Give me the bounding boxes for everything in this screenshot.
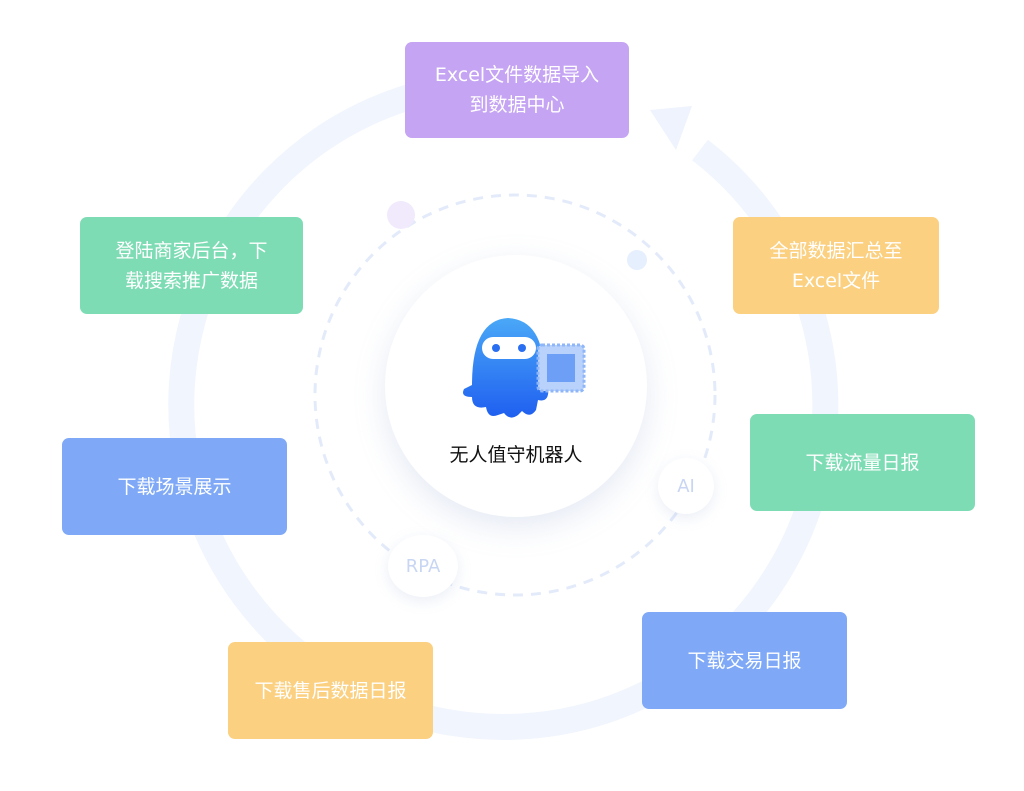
step-excel-import: Excel文件数据导入 到数据中心 (405, 42, 629, 138)
step-scene-display: 下载场景展示 (62, 438, 287, 535)
orbit-dot-purple (387, 201, 415, 229)
step-text: 载搜索推广数据 (124, 269, 258, 292)
step-text: 登陆商家后台，下 (115, 239, 268, 262)
center-title: 无人值守机器人 (449, 444, 583, 466)
step-trade-report: 下载交易日报 (642, 612, 847, 709)
orbit-dot-blue (627, 250, 647, 270)
step-text: 到数据中心 (469, 94, 565, 116)
cycle-arrow-head (650, 106, 692, 150)
step-text: 全部数据汇总至 (769, 239, 903, 262)
step-text: Excel文件数据导入 (434, 64, 600, 86)
step-summarize-excel: 全部数据汇总至 Excel文件 (733, 217, 939, 314)
step-text: 下载场景展示 (117, 475, 232, 498)
step-text: Excel文件 (791, 269, 881, 292)
dashed-orbit (313, 193, 717, 597)
octopus-robot-icon (463, 318, 586, 418)
step-login-backend: 登陆商家后台，下 载搜索推广数据 (80, 217, 303, 314)
tag-ai: AI (658, 458, 714, 514)
step-text: 下载交易日报 (687, 649, 802, 672)
step-text: 下载流量日报 (805, 451, 920, 474)
step-aftersale-report: 下载售后数据日报 (228, 642, 433, 739)
step-traffic-report: 下载流量日报 (750, 414, 975, 511)
tag-rpa: RPA (388, 535, 458, 597)
step-text: 下载售后数据日报 (254, 679, 407, 702)
